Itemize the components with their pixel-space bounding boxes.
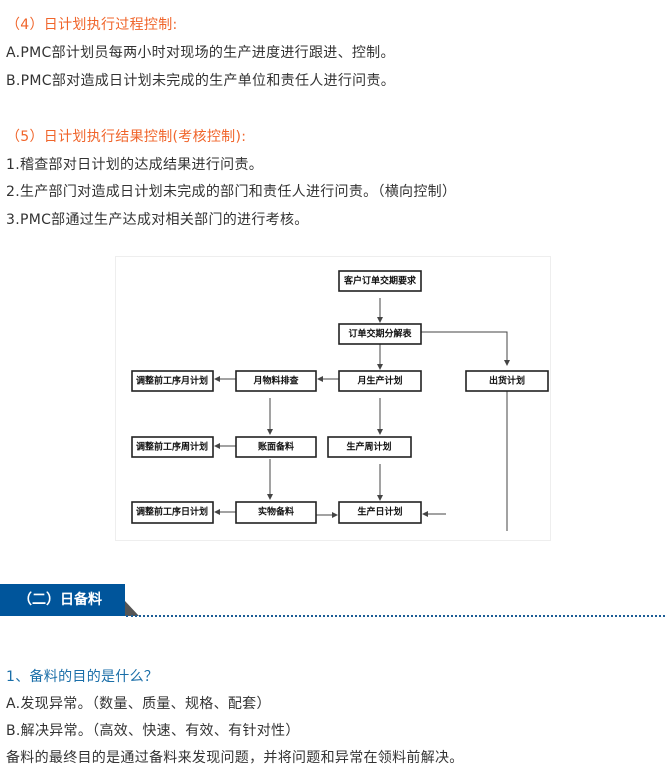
box-breakdown: 订单交期分解表 — [338, 323, 422, 345]
box-week-prod: 生产周计划 — [327, 436, 412, 458]
svg-text:生产周计划: 生产周计划 — [346, 441, 391, 453]
svg-text:调整前工序月计划: 调整前工序月计划 — [136, 375, 208, 387]
section5-item: 2.生产部门对造成日计划未完成的部门和责任人进行问责。（横向控制） — [6, 184, 457, 200]
svg-text:账面备料: 账面备料 — [258, 441, 294, 453]
header-triangle-decoration — [125, 601, 139, 616]
box-adj-day: 调整前工序日计划 — [131, 501, 214, 524]
svg-text:调整前工序周计划: 调整前工序周计划 — [136, 441, 208, 453]
section5-item: 3.PMC部通过生产达成对相关部门的进行考核。 — [6, 212, 309, 228]
section5-item: 1.稽查部对日计划的达成结果进行问责。 — [6, 157, 264, 173]
q1-item: A.发现异常。（数量、质量、规格、配套） — [6, 696, 271, 712]
section4-item: A.PMC部计划员每两小时对现场的生产进度进行跟进、控制。 — [6, 45, 395, 61]
section4-item: B.PMC部对造成日计划未完成的生产单位和责任人进行问责。 — [6, 73, 396, 89]
svg-text:订单交期分解表: 订单交期分解表 — [348, 328, 412, 340]
svg-text:调整前工序日计划: 调整前工序日计划 — [136, 506, 208, 518]
box-adj-month: 调整前工序月计划 — [131, 370, 214, 392]
box-month-prod: 月生产计划 — [338, 370, 422, 392]
header-dotted-divider — [126, 615, 665, 617]
q1-title: 1、备料的目的是什么？ — [6, 669, 159, 685]
svg-text:月生产计划: 月生产计划 — [356, 375, 402, 387]
svg-text:出货计划: 出货计划 — [489, 375, 525, 387]
q1-item: 备料的最终目的是通过备料来发现问题，并将问题和异常在领料前解决。 — [6, 750, 464, 766]
svg-text:月物料排查: 月物料排查 — [252, 375, 299, 387]
svg-text:客户订单交期要求: 客户订单交期要求 — [343, 275, 417, 287]
section-header: （二）日备料 — [0, 584, 125, 616]
box-adj-week: 调整前工序周计划 — [131, 436, 214, 458]
box-book-material: 账面备料 — [235, 436, 317, 458]
box-shipping: 出货计划 — [465, 370, 549, 392]
planning-flow-diagram: 客户订单交期要求 订单交期分解表 月生产计划 出货计划 月物料排查 调整前工序月… — [115, 256, 551, 541]
box-month-material: 月物料排查 — [235, 370, 317, 392]
box-day-prod: 生产日计划 — [338, 501, 422, 524]
svg-text:实物备料: 实物备料 — [258, 506, 294, 518]
box-physical-material: 实物备料 — [235, 501, 317, 524]
connector-lines — [214, 298, 510, 531]
q1-item: B.解决异常。（高效、快速、有效、有针对性） — [6, 723, 300, 739]
section4-title: （4）日计划执行过程控制: — [6, 17, 178, 33]
svg-text:生产日计划: 生产日计划 — [357, 506, 402, 518]
box-customer: 客户订单交期要求 — [338, 270, 422, 292]
section5-title: （5）日计划执行结果控制(考核控制): — [6, 129, 247, 145]
